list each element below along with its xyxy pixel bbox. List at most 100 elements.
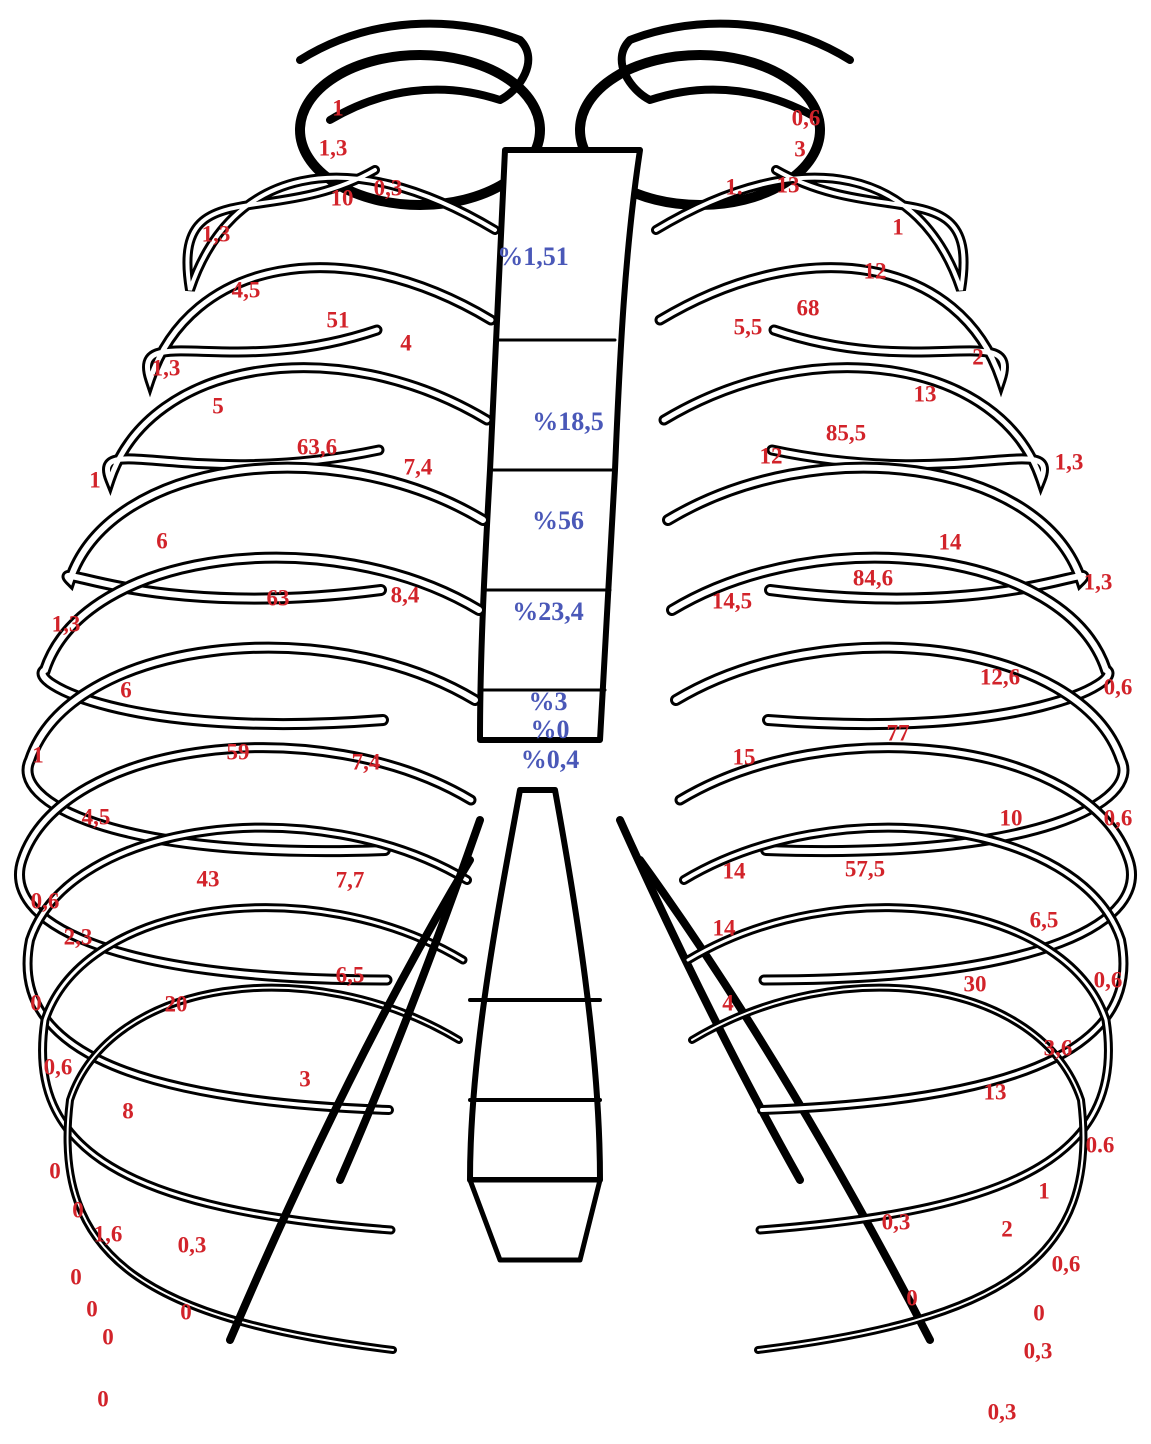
- rib-label-left: 0,3: [374, 177, 403, 200]
- rib-label-right: 0,6: [1052, 1253, 1081, 1276]
- sternum-label: %0,4: [521, 747, 580, 773]
- rib-label-right: 0,3: [988, 1401, 1017, 1424]
- rib-label-left: 0: [70, 1266, 82, 1289]
- rib-label-right: 0,6: [792, 107, 821, 130]
- sternum-label: %18,5: [532, 409, 604, 435]
- rib-label-left: 1: [32, 744, 44, 767]
- sternum-label: %0: [531, 717, 570, 743]
- rib-label-left: 1,3: [152, 357, 181, 380]
- rib-label-right: 1,3: [1055, 451, 1084, 474]
- rib-label-left: 0,6: [44, 1056, 73, 1079]
- rib-label-left: 20: [165, 993, 188, 1016]
- rib-label-left: 0: [102, 1326, 114, 1349]
- rib-label-right: 10: [1000, 807, 1023, 830]
- rib-label-right: 57,5: [845, 858, 885, 881]
- rib-label-right: 14,5: [712, 590, 752, 613]
- rib-label-right: 14: [713, 917, 736, 940]
- rib-label-left: 0,6: [31, 890, 60, 913]
- sternum-label: %56: [532, 508, 584, 534]
- rib-label-left: 1: [89, 469, 101, 492]
- rib-label-left: 4,5: [82, 806, 111, 829]
- rib-label-right: 12: [864, 260, 887, 283]
- rib-label-right: 13: [914, 383, 937, 406]
- rib-left: [43, 908, 463, 1230]
- rib-label-right: 15: [733, 746, 756, 769]
- sternum-label: %23,4: [512, 599, 584, 625]
- rib-label-right: 1: [892, 216, 904, 239]
- rib-label-right: 0,3: [1024, 1340, 1053, 1363]
- rib-label-left: 8,4: [391, 584, 420, 607]
- rib-label-right: 14: [939, 531, 962, 554]
- rib-label-left: 7,4: [404, 456, 433, 479]
- rib-label-left: 1,3: [52, 613, 81, 636]
- rib-label-right: 0: [1033, 1302, 1045, 1325]
- rib-label-right: 0,6: [1104, 807, 1133, 830]
- sternum-label: %3: [529, 689, 568, 715]
- rib-label-left: 0,3: [178, 1234, 207, 1257]
- rib-label-left: 59: [227, 741, 250, 764]
- rib-label-right: 13: [984, 1081, 1007, 1104]
- rib-label-left: 6: [156, 530, 168, 553]
- rib-label-right: 0,6: [1094, 969, 1123, 992]
- rib-label-right: 0: [906, 1287, 918, 1310]
- rib-label-right: 14: [723, 860, 746, 883]
- rib-label-right: 13: [777, 174, 800, 197]
- rib-label-right: 12: [760, 445, 783, 468]
- rib-label-right: 77: [887, 722, 910, 745]
- rib-right: [680, 748, 1131, 980]
- rib-label-left: 1,6: [94, 1223, 123, 1246]
- rib-label-right: 68: [797, 297, 820, 320]
- rib-label-left: 0: [30, 992, 42, 1015]
- vertebra-3: [470, 1180, 600, 1260]
- spine: [470, 790, 600, 1180]
- rib-label-right: 0,3: [882, 1211, 911, 1234]
- rib-label-right: 1,3: [1084, 571, 1113, 594]
- rib-label-left: 1,3: [319, 137, 348, 160]
- rib-label-left: 0: [180, 1301, 192, 1324]
- rib-label-right: 4: [722, 992, 734, 1015]
- rib-label-left: 7,4: [352, 751, 381, 774]
- rib-label-left: 1: [332, 97, 344, 120]
- rib-label-right: 6,5: [1030, 909, 1059, 932]
- rib-label-left: 6: [120, 679, 132, 702]
- sternum: [480, 150, 640, 740]
- rib-label-left: 3: [299, 1068, 311, 1091]
- rib-label-left: 7,7: [336, 869, 365, 892]
- rib-label-right: 84,6: [853, 567, 893, 590]
- sternum-label: %1,51: [497, 244, 569, 270]
- rib-label-right: 30: [964, 973, 987, 996]
- rib-label-right: 85,5: [826, 422, 866, 445]
- rib-right: [692, 988, 1083, 1350]
- rib-label-right: 5,5: [734, 316, 763, 339]
- rib-label-left: 6,5: [336, 964, 365, 987]
- rib-label-left: 63,6: [297, 436, 337, 459]
- rib-label-left: 51: [327, 309, 350, 332]
- rib-label-right: 0.6: [1086, 1134, 1115, 1157]
- rib-label-left: 10: [331, 187, 354, 210]
- rib-label-left: 4: [400, 332, 412, 355]
- rib-right-inner: [692, 988, 1083, 1350]
- rib-label-right: 1: [1038, 1180, 1050, 1203]
- rib-label-right: 12,6: [980, 666, 1020, 689]
- rib-label-left: 63: [267, 587, 290, 610]
- rib-label-left: 2,3: [64, 926, 93, 949]
- rib-label-right: 1.: [725, 176, 742, 199]
- rib-label-left: 8: [122, 1100, 134, 1123]
- rib-label-left: 0: [72, 1199, 84, 1222]
- rib-label-left: 43: [197, 868, 220, 891]
- rib-label-right: 3,6: [1044, 1037, 1073, 1060]
- right-ribs: [656, 170, 1131, 1350]
- rib-label-left: 0: [86, 1298, 98, 1321]
- rib-label-left: 1,3: [202, 223, 231, 246]
- rib-label-right: 2: [972, 346, 984, 369]
- rib-label-right: 0,6: [1104, 676, 1133, 699]
- rib-label-right: 3: [794, 138, 806, 161]
- rib-label-left: 5: [212, 395, 224, 418]
- rib-label-left: 4,5: [232, 279, 261, 302]
- rib-label-left: 0: [97, 1388, 109, 1411]
- rib-label-left: 0: [49, 1160, 61, 1183]
- rib-label-right: 2: [1001, 1218, 1013, 1241]
- rib-left-inner: [43, 908, 463, 1230]
